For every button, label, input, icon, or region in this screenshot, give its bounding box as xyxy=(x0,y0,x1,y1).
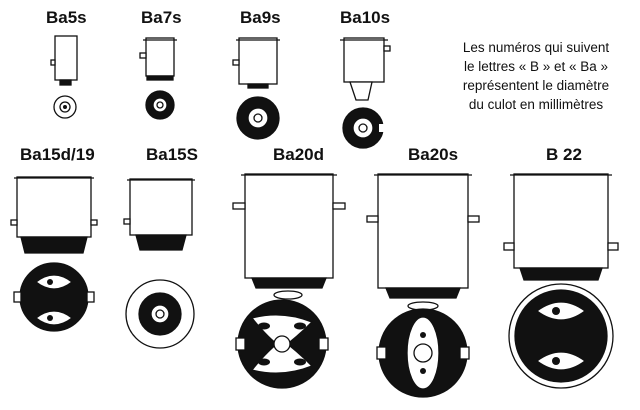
note-line-4: du culot en millimètres xyxy=(468,97,604,112)
label-ba20d: Ba20d xyxy=(273,145,325,164)
bulb-ba15d-19 xyxy=(10,176,98,332)
note-line-3: représentent le diamètre xyxy=(462,78,610,93)
bulb-ba5s xyxy=(50,35,78,119)
bulb-b22 xyxy=(503,173,619,389)
label-ba9s: Ba9s xyxy=(240,8,281,27)
label-ba7s: Ba7s xyxy=(141,8,182,27)
label-ba20s: Ba20s xyxy=(408,145,459,164)
bulb-ba7s xyxy=(139,37,177,120)
bulb-ba10s xyxy=(340,37,391,149)
bulb-ba15s xyxy=(123,178,195,349)
label-ba15s: Ba15S xyxy=(146,145,198,164)
bulb-ba20s xyxy=(366,173,480,398)
note-line-1: Les numéros qui suivent xyxy=(462,40,610,55)
note-line-2: le lettres « B » et « Ba » xyxy=(463,59,609,74)
explanation-note: Les numéros qui suivent le lettres « B »… xyxy=(436,38,636,114)
label-b22: B 22 xyxy=(546,145,582,164)
bulb-ba9s xyxy=(232,37,280,140)
label-ba5s: Ba5s xyxy=(46,8,87,27)
bulb-ba20d xyxy=(232,173,346,389)
label-ba15d-19: Ba15d/19 xyxy=(20,145,95,164)
label-ba10s: Ba10s xyxy=(340,8,391,27)
